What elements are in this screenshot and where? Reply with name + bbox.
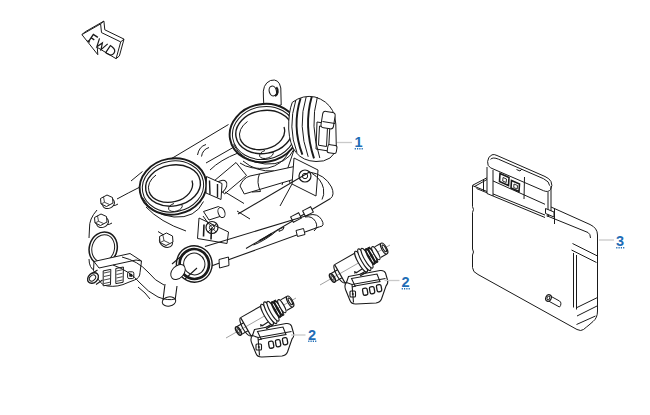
svg-text:2: 2 bbox=[308, 327, 316, 343]
svg-text:1: 1 bbox=[355, 134, 363, 150]
svg-text:3: 3 bbox=[616, 233, 624, 249]
svg-text:2: 2 bbox=[402, 274, 410, 290]
